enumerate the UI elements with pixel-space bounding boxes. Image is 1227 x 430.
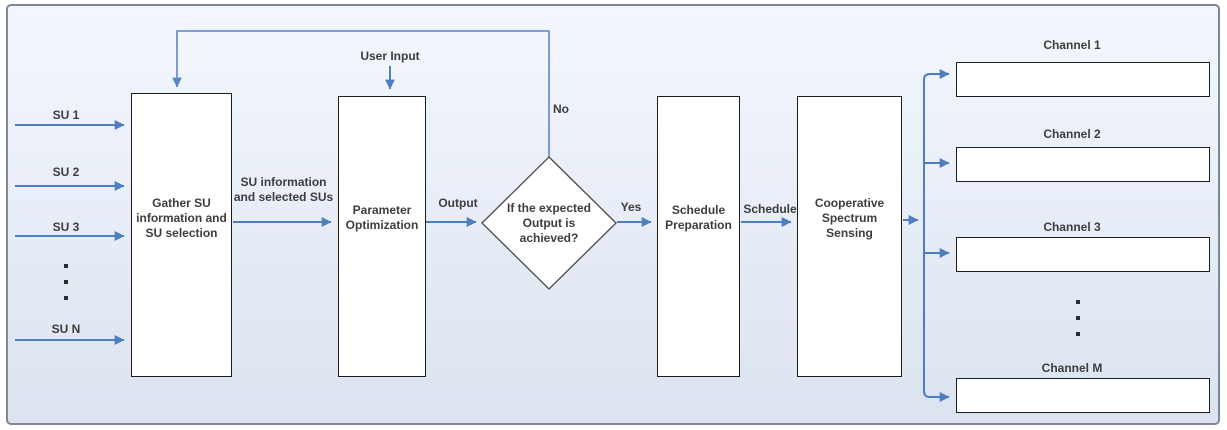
arrow-feedback-no (172, 30, 550, 157)
decision-diamond (481, 156, 617, 290)
schedule-label: Schedule (743, 202, 797, 216)
channel-box-3 (956, 237, 1210, 272)
output-label: Output (438, 196, 478, 210)
parameter-optimization-label: Parameter Optimization (345, 203, 419, 232)
channel-label-2: Channel 2 (1043, 127, 1101, 141)
arrow-trunk-to-channel-1 (923, 69, 950, 86)
ellipsis-dots-su (64, 264, 68, 300)
gather-su-box (131, 93, 232, 377)
ellipsis-dots-channels (1076, 300, 1080, 336)
arrow-trunk-to-channel-m (923, 385, 950, 402)
parameter-optimization-box (338, 96, 426, 377)
cooperative-sensing-box (797, 96, 902, 377)
su-input-label-n: SU N (51, 322, 81, 336)
su-input-label-1: SU 1 (52, 108, 80, 122)
schedule-preparation-box (657, 96, 740, 377)
decision-label: If the expected Output is achieved? (506, 200, 592, 245)
no-label: No (553, 102, 569, 116)
schedule-preparation-label: Schedule Preparation (665, 203, 732, 232)
channel-label-3: Channel 3 (1043, 220, 1101, 234)
channel-box-2 (956, 147, 1210, 182)
su-information-label: SU information and selected SUs (233, 175, 334, 204)
yes-label: Yes (620, 200, 642, 214)
channel-box-m (956, 378, 1210, 413)
user-input-label: User Input (360, 49, 420, 63)
cooperative-sensing-label: Cooperative Spectrum Sensing (814, 195, 885, 240)
channel-box-1 (956, 62, 1210, 97)
gather-su-label: Gather SU information and SU selection (136, 195, 227, 240)
su-input-label-2: SU 2 (52, 165, 80, 179)
su-input-label-3: SU 3 (52, 220, 80, 234)
channel-label-m: Channel M (1041, 361, 1103, 375)
channel-label-1: Channel 1 (1043, 38, 1101, 52)
